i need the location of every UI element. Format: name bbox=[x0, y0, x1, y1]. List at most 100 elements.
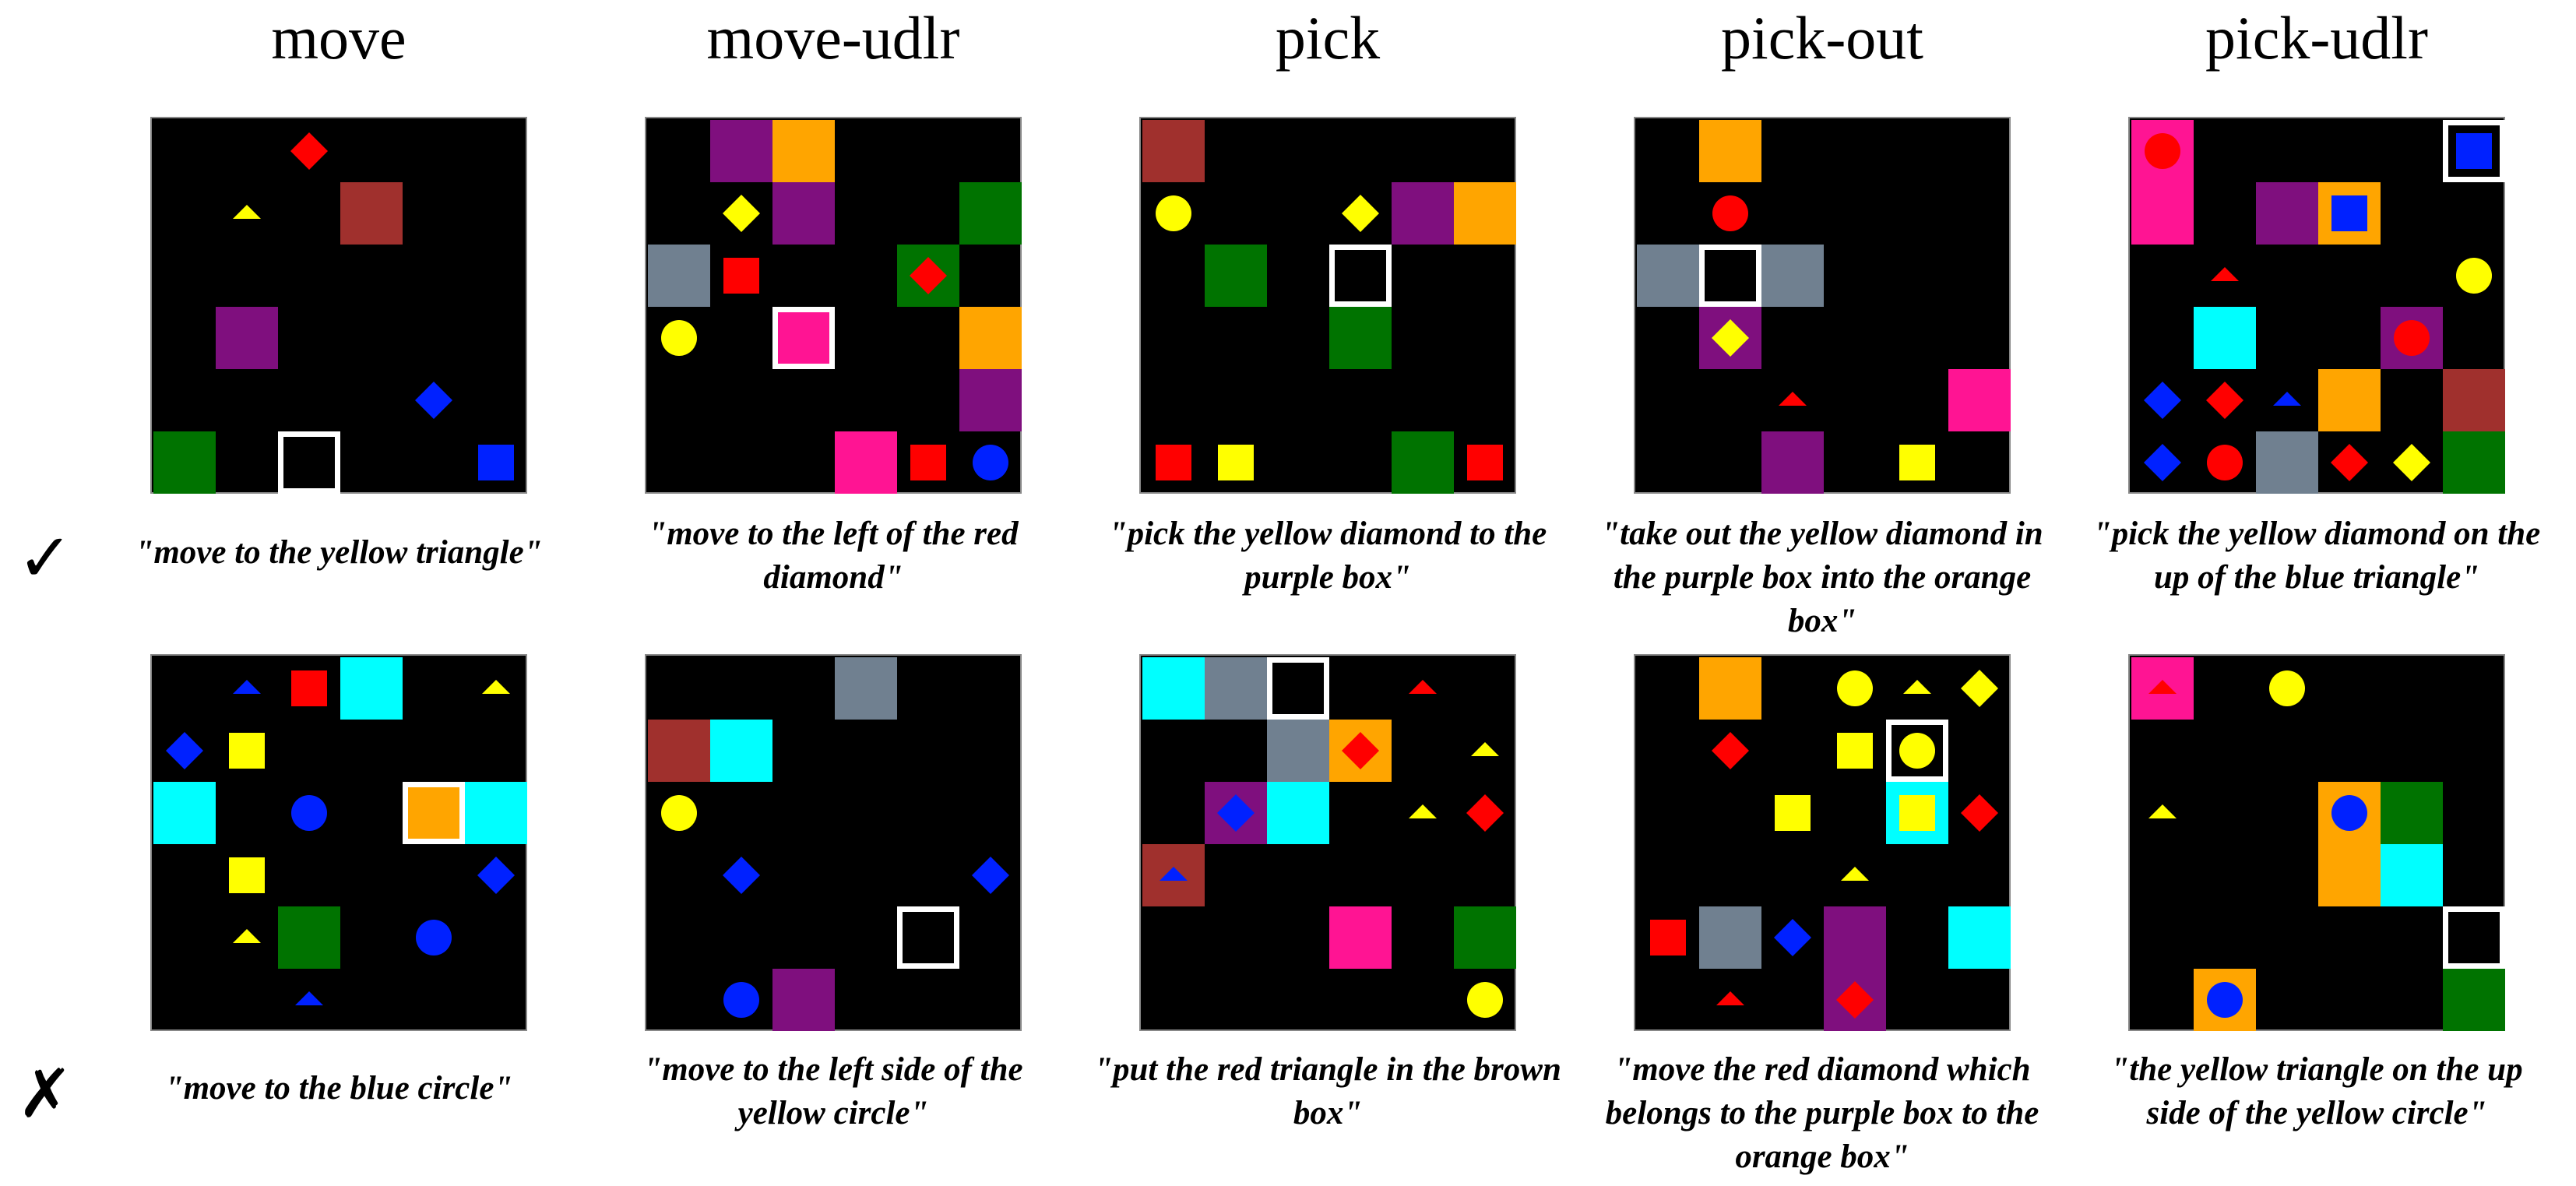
diamond-icon bbox=[1217, 794, 1255, 832]
diamond-icon bbox=[723, 195, 760, 232]
blue-circle bbox=[403, 906, 465, 969]
purple-box bbox=[216, 307, 278, 369]
square-icon bbox=[1650, 920, 1686, 955]
pink-box bbox=[1329, 906, 1392, 969]
yellow-square bbox=[1205, 431, 1267, 494]
grid-panel-pick-udlr-success bbox=[2128, 117, 2505, 494]
diamond-icon bbox=[2393, 444, 2430, 481]
square-icon bbox=[723, 258, 759, 294]
caption-pick-out-failure: "move the red diamond which belongs to t… bbox=[1605, 1051, 2039, 1175]
gray-box bbox=[1699, 906, 1761, 969]
purple-box bbox=[2381, 307, 2443, 369]
diamond-icon bbox=[1836, 981, 1874, 1019]
diamond-icon bbox=[290, 132, 328, 170]
red-circle bbox=[1699, 182, 1761, 245]
pink-box bbox=[1948, 369, 2011, 431]
purple-box bbox=[1392, 182, 1454, 245]
diamond-icon bbox=[1466, 794, 1504, 832]
cyan-box bbox=[465, 782, 527, 844]
red-square bbox=[897, 431, 959, 494]
triangle-icon bbox=[233, 205, 261, 219]
pink-box bbox=[2131, 657, 2194, 720]
red-circle bbox=[2194, 431, 2256, 494]
triangle-icon bbox=[1779, 392, 1807, 406]
blue-diamond bbox=[2131, 431, 2194, 494]
triangle-icon bbox=[1716, 991, 1744, 1005]
cyan-box bbox=[153, 782, 216, 844]
orange-box bbox=[2194, 969, 2256, 1031]
yellow-circle bbox=[1824, 657, 1886, 720]
gray-box bbox=[1267, 720, 1329, 782]
blue-diamond bbox=[465, 844, 527, 906]
red-square bbox=[1142, 431, 1205, 494]
yellow-square bbox=[1886, 431, 1948, 494]
yellow-circle bbox=[1142, 182, 1205, 245]
agent-cell bbox=[1699, 245, 1761, 307]
gray-box bbox=[648, 245, 710, 307]
circle-icon bbox=[973, 445, 1008, 480]
square-icon bbox=[229, 733, 265, 769]
column-title-pick: pick bbox=[1275, 4, 1381, 72]
yellow-square bbox=[1824, 720, 1886, 782]
green-box bbox=[1454, 906, 1516, 969]
cyan-box bbox=[1948, 906, 2011, 969]
green-box bbox=[897, 245, 959, 307]
diamond-icon bbox=[1342, 195, 1379, 232]
green-box bbox=[1329, 307, 1392, 369]
green-box bbox=[153, 431, 216, 494]
triangle-icon bbox=[295, 991, 323, 1005]
square-icon bbox=[1156, 445, 1191, 480]
purple-box bbox=[1824, 969, 1886, 1031]
circle-icon bbox=[1899, 733, 1935, 769]
agent-cell bbox=[1886, 720, 1948, 782]
square-icon bbox=[291, 670, 327, 706]
cyan-box bbox=[1267, 782, 1329, 844]
purple-box bbox=[959, 369, 1022, 431]
blue-diamond bbox=[2131, 369, 2194, 431]
green-box bbox=[959, 182, 1022, 245]
circle-icon bbox=[291, 795, 327, 831]
column-title-pick-out: pick-out bbox=[1721, 4, 1923, 72]
gray-box bbox=[835, 657, 897, 720]
square-icon bbox=[1218, 445, 1254, 480]
agent-cell bbox=[1329, 245, 1392, 307]
blue-diamond bbox=[153, 720, 216, 782]
square-icon bbox=[2456, 133, 2492, 169]
triangle-icon bbox=[233, 929, 261, 943]
cyan-box bbox=[1886, 782, 1948, 844]
circle-icon bbox=[2207, 445, 2243, 480]
caption-move-success: "move to the yellow triangle" bbox=[135, 534, 543, 571]
diamond-icon bbox=[2206, 382, 2243, 419]
red-triangle bbox=[2194, 245, 2256, 307]
brown-box bbox=[1142, 844, 1205, 906]
gray-box bbox=[1205, 657, 1267, 720]
yellow-diamond bbox=[1948, 657, 2011, 720]
diamond-icon bbox=[477, 857, 515, 894]
caption-pick-out-success: "take out the yellow diamond in the purp… bbox=[1601, 516, 2043, 639]
failure-mark-icon: ✗ bbox=[17, 1055, 74, 1133]
brown-box bbox=[2443, 369, 2505, 431]
brown-box bbox=[340, 182, 403, 245]
orange-box bbox=[1699, 120, 1761, 182]
yellow-diamond bbox=[1329, 182, 1392, 245]
red-square bbox=[1637, 906, 1699, 969]
blue-triangle bbox=[278, 969, 340, 1031]
circle-icon bbox=[1467, 982, 1503, 1018]
yellow-diamond bbox=[710, 182, 772, 245]
grid-panel-pick-out-success bbox=[1634, 117, 2011, 494]
column-title-move-udlr: move-udlr bbox=[706, 4, 960, 72]
yellow-triangle bbox=[465, 657, 527, 720]
orange-box bbox=[1329, 720, 1392, 782]
yellow-square bbox=[216, 844, 278, 906]
orange-box bbox=[1454, 182, 1516, 245]
triangle-icon bbox=[1841, 867, 1869, 881]
green-box bbox=[2381, 782, 2443, 844]
square-icon bbox=[2331, 195, 2367, 231]
cyan-box bbox=[710, 720, 772, 782]
green-box bbox=[1205, 245, 1267, 307]
triangle-icon bbox=[1903, 680, 1931, 694]
circle-icon bbox=[723, 982, 759, 1018]
square-icon bbox=[910, 445, 946, 480]
circle-icon bbox=[2394, 320, 2430, 356]
triangle-icon bbox=[1409, 804, 1437, 818]
